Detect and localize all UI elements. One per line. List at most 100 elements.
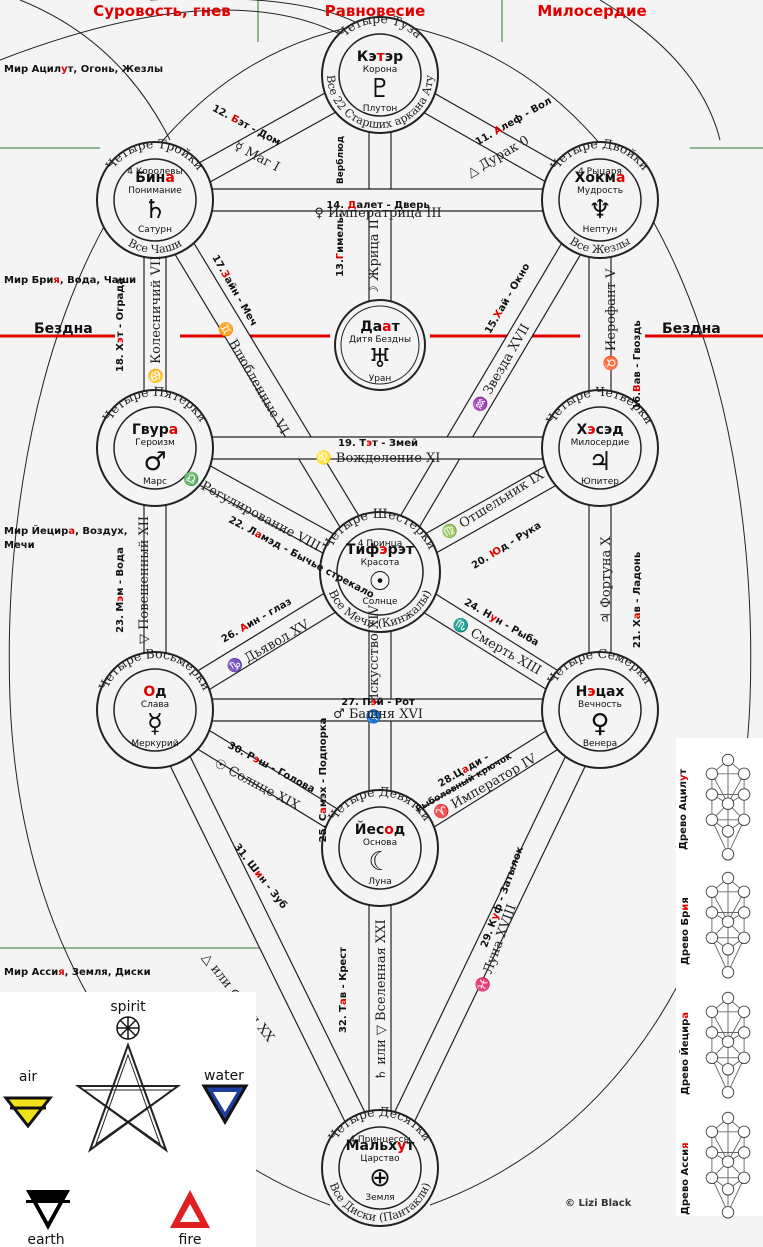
path-arcana-p18: ♋ Колесничий VII xyxy=(148,256,164,384)
path-arcana-p16: ♉ Иерофант V xyxy=(603,268,619,371)
sephira-planet-netzach: Венера xyxy=(583,739,617,749)
fire-label: fire xyxy=(179,1232,202,1247)
planet-symbol-icon-netzach: ♀ xyxy=(590,709,609,739)
water-label: water xyxy=(204,1068,244,1084)
sephira-name-yesod: Йесод xyxy=(355,821,405,838)
planet-symbol-icon-malkuth: ⊕ xyxy=(369,1163,391,1193)
spirit-label: spirit xyxy=(110,999,146,1015)
air-triangle-icon xyxy=(2,1096,54,1129)
path-arcana-p23: ▽ Повешенный XII xyxy=(137,516,152,644)
sephira-ring2-binah: Все Чаши xyxy=(126,236,184,256)
planet-symbol-icon-geburah: ♂ xyxy=(143,447,166,477)
sephira-planet-binah: Сатурн xyxy=(138,225,172,235)
sephira-name-keter: Кэтэр xyxy=(357,49,403,65)
path-arcana-p25: ♐ Искусство XIV xyxy=(366,605,382,725)
path-name-p16: 16.Вав - Гвоздь xyxy=(632,320,643,409)
sephira-quality-geburah: Героизм xyxy=(135,438,175,448)
sephira-planet-chokmah: Нептун xyxy=(583,225,618,235)
world-yetzirah-line2: Мечи xyxy=(4,540,35,551)
sephira-extra-tiphareth: 4 Принца xyxy=(358,539,402,549)
tree-label-atziluth: Древо Ацилут xyxy=(678,768,689,850)
path-arcana-p19: ♌ Вожделение XI xyxy=(316,450,441,466)
tree-label-yetzirah: Древо Йецира xyxy=(678,1012,691,1095)
paths-layer xyxy=(143,64,612,1174)
balance-heading: Равновесие xyxy=(325,2,426,20)
severity-heading: Суровость, гнев xyxy=(93,2,230,20)
path-name-p19: 19. Тэт - Змей xyxy=(338,438,418,449)
planet-symbol-icon-chokmah: ♆ xyxy=(588,195,611,225)
sephira-quality-hod: Слава xyxy=(141,700,169,710)
path-name-p23: 23. Мэм - Вода xyxy=(115,547,126,633)
copyright: © Lizi Black xyxy=(565,1198,632,1209)
path-extra-p13: Верблюд xyxy=(335,136,346,184)
mini-tree-2 xyxy=(705,991,751,1099)
pentagram xyxy=(74,1042,182,1153)
path-name-p21: 21. Хав - Ладонь xyxy=(632,552,643,648)
path-name-p27: 27. Пэй - Рот xyxy=(341,697,415,708)
path-name-p13: 13.Гимель- xyxy=(335,213,346,277)
small-trees-panel: Древо Ацилут Древо Брия Древо Йецира Дре… xyxy=(676,738,763,1219)
sephira-planet-chesed: Юпитер xyxy=(581,477,619,487)
sephira-quality-malkuth: Царство xyxy=(360,1154,400,1164)
sephira-name-chokmah: Хокма xyxy=(575,170,626,186)
path-arcana-p14: ♀ Императрица III xyxy=(314,206,441,221)
path-arcana-p22: ♎ Регулирование VIII xyxy=(180,468,323,554)
world-atziluth: Мир Ацилут, Огонь, Жезлы xyxy=(4,64,163,75)
sephira-ring2-chokmah: Все Жезлы xyxy=(567,235,632,257)
air-label: air xyxy=(19,1069,37,1085)
sephira-quality-chesed: Милосердие xyxy=(571,438,630,448)
planet-symbol-icon-binah: ♄ xyxy=(143,195,166,225)
mini-trees xyxy=(705,753,751,1219)
world-assiah: Мир Ассия, Земля, Диски xyxy=(4,967,151,978)
abyss-label-right: Бездна xyxy=(662,321,721,337)
sephira-name-malkuth: Мальхут xyxy=(346,1138,416,1154)
sephira-extra-binah: 4 Королевы xyxy=(127,167,182,177)
sephira-quality-yesod: Основа xyxy=(363,838,397,848)
sephira-quality-binah: Понимание xyxy=(128,186,182,196)
sephira-name-daat: Даат xyxy=(360,319,400,335)
world-briah: Мир Брия, Вода, Чаши xyxy=(4,275,136,286)
planet-symbol-icon-yesod: ☾ xyxy=(368,847,391,877)
abyss-label-left: Бездна xyxy=(34,321,93,337)
sephira-planet-daat: Уран xyxy=(369,374,392,384)
sephira-name-tiphareth: Тифэрэт xyxy=(346,542,415,558)
tree-label-briah: Древо Брия xyxy=(680,897,691,965)
sephira-name-chesed: Хэсэд xyxy=(576,422,623,438)
path-name-p32: 32. Тав - Крест xyxy=(338,947,349,1033)
sephira-quality-daat: Дитя Бездны xyxy=(349,335,411,345)
world-yetzirah: Мир Йецира, Воздух, xyxy=(4,524,128,537)
planet-symbol-icon-keter: ♇ xyxy=(368,74,391,104)
elements-panel: spirit air water earth fire xyxy=(0,992,256,1247)
sephira-quality-chokmah: Мудрость xyxy=(577,186,623,196)
path-name-p14: 14. Далет - Дверь xyxy=(326,200,429,211)
mini-tree-0 xyxy=(705,753,751,861)
planet-symbol-icon-tiphareth: ☉ xyxy=(368,567,391,597)
sephira-extra-malkuth: 4 Принцессы xyxy=(349,1135,410,1145)
sephira-planet-tiphareth: Солнце xyxy=(362,597,398,607)
mini-tree-1 xyxy=(705,871,751,979)
mercy-heading: Милосердие xyxy=(537,2,646,20)
path-name-p25: 25. Самэх - Подпорка xyxy=(318,718,329,843)
path-arcana-p27: ♂ Башня XVI xyxy=(333,707,423,722)
path-arcana-p13: ☽ Жрица II xyxy=(367,219,382,297)
sephira-name-geburah: Гвура xyxy=(132,422,178,438)
path-arcana-p21: ♃ Фортуна X xyxy=(599,536,614,624)
sephira-quality-tiphareth: Красота xyxy=(361,558,400,568)
sephira-name-binah: Бина xyxy=(135,170,175,186)
mini-tree-3 xyxy=(705,1111,751,1219)
sephira-name-hod: Од xyxy=(143,684,166,700)
sephira-name-netzach: Нэцах xyxy=(576,684,625,700)
sephira-planet-hod: Меркурий xyxy=(131,739,178,749)
sephira-quality-netzach: Вечность xyxy=(578,700,622,710)
tree-label-assiah: Древо Ассия xyxy=(680,1142,691,1215)
sephira-extra-chokmah: 4 Рыцаря xyxy=(578,167,622,177)
path-arcana-p32: ♄ или ▽ Вселенная XXI xyxy=(374,919,389,1080)
sephira-quality-keter: Корона xyxy=(363,65,398,75)
sephira-planet-keter: Плутон xyxy=(363,104,398,114)
